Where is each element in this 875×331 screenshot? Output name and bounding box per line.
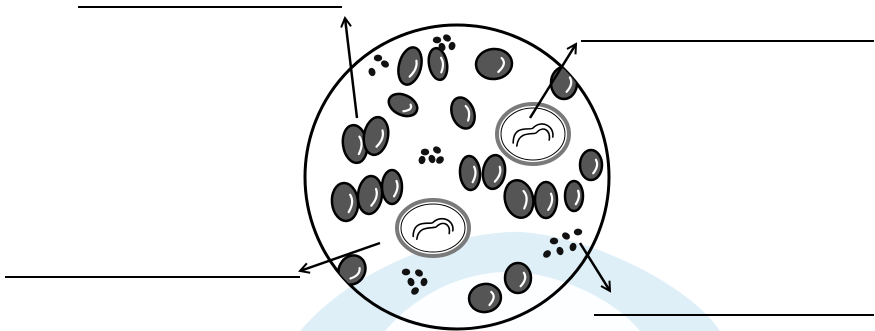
red-blood-cell-icon xyxy=(382,170,402,204)
platelet-icon xyxy=(418,145,446,165)
red-blood-cell-icon xyxy=(447,94,479,132)
red-blood-cell-icon xyxy=(395,45,426,87)
red-blood-cell-icon xyxy=(535,182,557,218)
red-blood-cell-icon xyxy=(580,150,602,180)
white-blood-cell-icon xyxy=(397,200,469,256)
red-blood-cell-icon xyxy=(426,47,449,82)
red-blood-cell-icon xyxy=(459,155,481,190)
red-blood-cell-icon xyxy=(356,175,384,215)
red-blood-cell-icon xyxy=(330,182,360,223)
red-blood-cell-icon xyxy=(565,181,583,211)
platelet-icon xyxy=(367,55,390,78)
red-blood-cell-icon xyxy=(481,154,508,191)
red-blood-cell-icon xyxy=(361,115,391,157)
label-line-bottom-left xyxy=(5,276,300,278)
red-blood-cell-icon xyxy=(551,67,577,99)
label-line-bottom-right xyxy=(594,314,874,316)
red-blood-cell-icon xyxy=(505,263,531,293)
label-line-top-right xyxy=(581,40,874,42)
red-blood-cell-icon xyxy=(501,177,537,221)
label-line-top-left xyxy=(78,6,342,8)
red-blood-cell-icon xyxy=(475,47,513,80)
red-blood-cell-icon xyxy=(385,90,421,121)
arrow-icon xyxy=(345,18,357,118)
